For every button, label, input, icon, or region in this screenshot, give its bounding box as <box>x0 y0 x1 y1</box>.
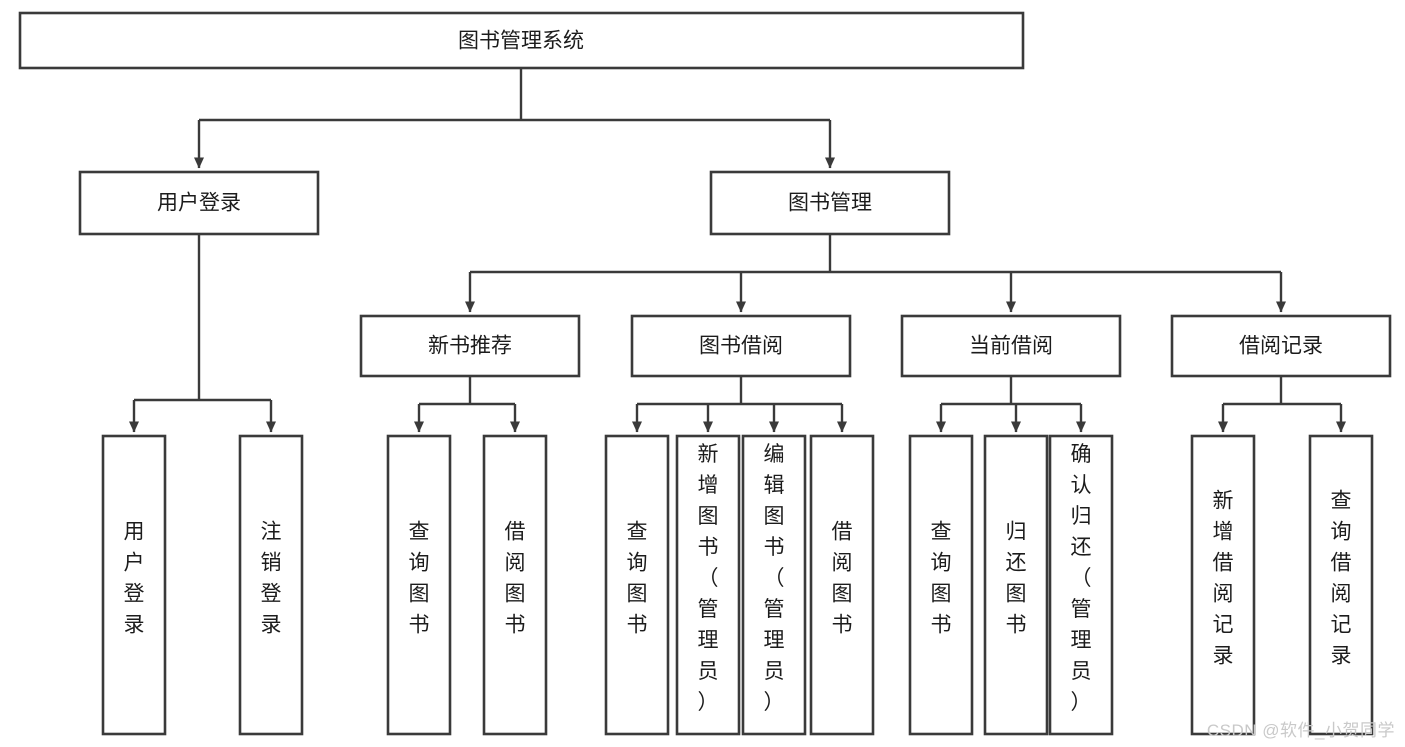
node-leaf-add-book-admin[interactable]: 新增图书（管理员） <box>675 434 741 736</box>
node-leaf-borrow-book-2-label: 借阅图书 <box>832 521 853 637</box>
node-leaf-user-logout[interactable]: 注销登录 <box>238 434 304 736</box>
node-root-label: 图书管理系统 <box>458 30 584 53</box>
node-leaf-add-borrow-record-box[interactable] <box>1190 434 1256 736</box>
node-root[interactable]: 图书管理系统 <box>18 11 1025 70</box>
node-leaf-user-login-label: 用户登录 <box>124 521 145 637</box>
node-leaf-return-book-label: 归还图书 <box>1006 521 1027 637</box>
node-leaf-return-book[interactable]: 归还图书 <box>983 434 1049 736</box>
node-leaf-query-book-3-label: 查询图书 <box>931 521 952 637</box>
connector-group-user-login-to-leaves <box>129 234 276 433</box>
node-leaf-edit-book-admin[interactable]: 编辑图书（管理员） <box>741 434 807 736</box>
node-leaf-query-borrow-record-box[interactable] <box>1308 434 1374 736</box>
node-leaf-confirm-return-admin[interactable]: 确认归还（管理员） <box>1048 434 1114 736</box>
node-leaf-borrow-book-1-box[interactable] <box>482 434 548 736</box>
node-leaf-user-logout-label: 注销登录 <box>261 521 282 637</box>
node-book-manage-label: 图书管理 <box>788 192 872 215</box>
node-book-borrow-label: 图书借阅 <box>699 335 783 358</box>
node-leaf-user-login-box[interactable] <box>101 434 167 736</box>
node-leaf-return-book-box[interactable] <box>983 434 1049 736</box>
node-leaf-user-login[interactable]: 用户登录 <box>101 434 167 736</box>
node-book-manage-box[interactable] <box>709 170 951 236</box>
node-leaf-query-borrow-record[interactable]: 查询借阅记录 <box>1308 434 1374 736</box>
node-current-borrow-box[interactable] <box>900 314 1122 378</box>
node-leaf-query-book-2[interactable]: 查询图书 <box>604 434 670 736</box>
node-borrow-record-box[interactable] <box>1170 314 1392 378</box>
node-borrow-record-label: 借阅记录 <box>1239 335 1323 358</box>
node-leaf-confirm-return-admin-box[interactable] <box>1048 434 1114 736</box>
node-user-login[interactable]: 用户登录 <box>78 170 320 236</box>
node-leaf-add-book-admin-label: 新增图书（管理员） <box>698 443 719 714</box>
node-leaf-borrow-book-2-box[interactable] <box>809 434 875 736</box>
node-book-borrow-box[interactable] <box>630 314 852 378</box>
node-book-manage[interactable]: 图书管理 <box>709 170 951 236</box>
node-leaf-user-logout-box[interactable] <box>238 434 304 736</box>
node-leaf-edit-book-admin-label: 编辑图书（管理员） <box>764 443 785 714</box>
node-leaf-add-book-admin-box[interactable] <box>675 434 741 736</box>
node-leaf-query-book-1[interactable]: 查询图书 <box>386 434 452 736</box>
node-leaf-confirm-return-admin-label: 确认归还（管理员） <box>1071 443 1092 714</box>
node-root-box[interactable] <box>18 11 1025 70</box>
node-new-book-recommend-box[interactable] <box>359 314 581 378</box>
node-leaf-edit-book-admin-box[interactable] <box>741 434 807 736</box>
node-leaf-add-borrow-record-label: 新增借阅记录 <box>1213 490 1234 668</box>
connector-group-current-borrow-to-leaves <box>936 376 1086 433</box>
node-user-login-box[interactable] <box>78 170 320 236</box>
node-leaf-query-book-1-label: 查询图书 <box>409 521 430 637</box>
node-book-borrow[interactable]: 图书借阅 <box>630 314 852 378</box>
node-leaf-borrow-book-2[interactable]: 借阅图书 <box>809 434 875 736</box>
node-current-borrow[interactable]: 当前借阅 <box>900 314 1122 378</box>
connector-group-root-to-level2 <box>194 68 835 169</box>
connector-group-book-borrow-to-leaves <box>632 376 847 433</box>
node-user-login-label: 用户登录 <box>157 192 241 215</box>
connector-group-book-manage-to-level3 <box>465 234 1286 313</box>
node-current-borrow-label: 当前借阅 <box>969 335 1053 358</box>
node-leaf-add-borrow-record[interactable]: 新增借阅记录 <box>1190 434 1256 736</box>
node-leaf-borrow-book-1-label: 借阅图书 <box>505 521 526 637</box>
node-leaf-borrow-book-1[interactable]: 借阅图书 <box>482 434 548 736</box>
connector-group-new-book-recommend-to-leaves <box>414 376 520 433</box>
node-leaf-query-book-3[interactable]: 查询图书 <box>908 434 974 736</box>
node-leaf-query-book-2-box[interactable] <box>604 434 670 736</box>
node-borrow-record[interactable]: 借阅记录 <box>1170 314 1392 378</box>
node-new-book-recommend[interactable]: 新书推荐 <box>359 314 581 378</box>
node-leaf-query-book-2-label: 查询图书 <box>627 521 648 637</box>
connector-group-borrow-record-to-leaves <box>1218 376 1346 433</box>
node-new-book-recommend-label: 新书推荐 <box>428 335 512 358</box>
node-leaf-query-borrow-record-label: 查询借阅记录 <box>1331 490 1352 668</box>
node-leaf-query-book-3-box[interactable] <box>908 434 974 736</box>
node-leaf-query-book-1-box[interactable] <box>386 434 452 736</box>
